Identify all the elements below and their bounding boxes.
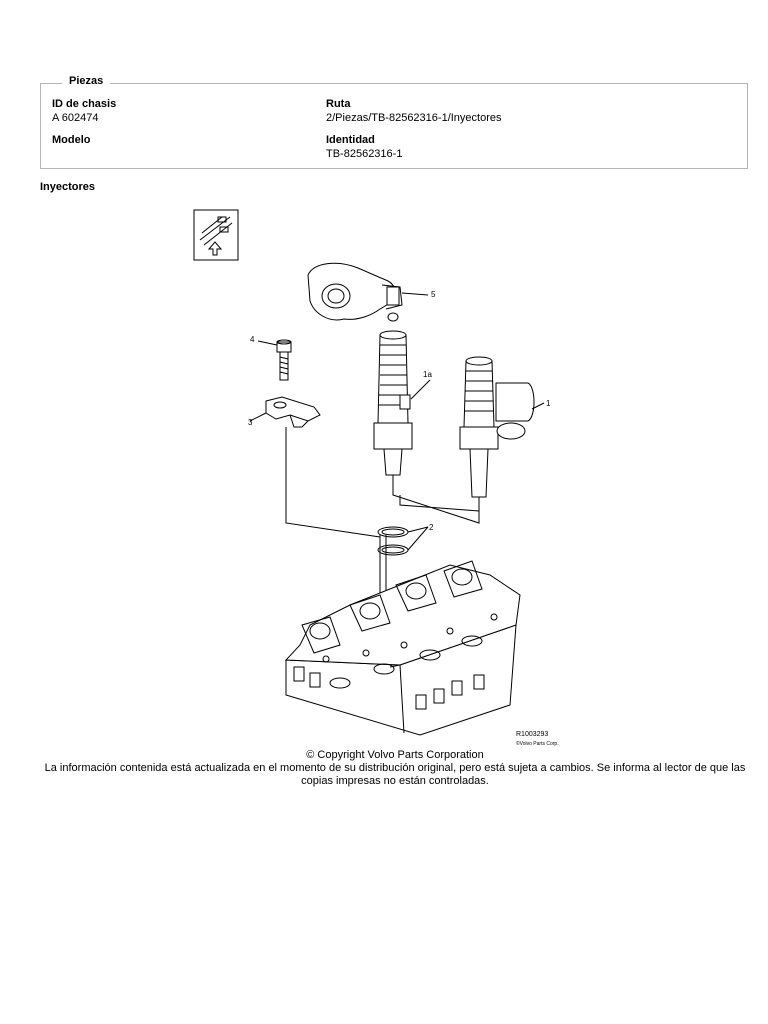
injector-exploded-diagram: 5 4 1a 1 3 2 R1003293 ©Volvo Parts Corp. bbox=[193, 209, 559, 747]
identity-value: TB-82562316-1 bbox=[326, 148, 403, 160]
callout-1: 1 bbox=[546, 399, 551, 408]
route-label: Ruta bbox=[326, 98, 351, 110]
callout-1a: 1a bbox=[423, 370, 432, 379]
section-title: Inyectores bbox=[40, 181, 96, 193]
figure-copyright: ©Volvo Parts Corp. bbox=[516, 740, 559, 747]
identity-label: Identidad bbox=[326, 134, 375, 146]
callout-2: 2 bbox=[429, 523, 434, 532]
footer-copyright: © Copyright Volvo Parts Corporation bbox=[306, 749, 484, 761]
o-rings bbox=[377, 526, 429, 556]
rocker-arm bbox=[307, 262, 429, 322]
footer-notice: La información contenida está actualizad… bbox=[44, 762, 746, 787]
direction-icon bbox=[193, 209, 239, 261]
parts-info-box: Piezas ID de chasis A 602474 Ruta 2/Piez… bbox=[40, 75, 748, 169]
route-value: 2/Piezas/TB-82562316-1/Inyectores bbox=[326, 112, 502, 124]
injector-1 bbox=[459, 356, 545, 511]
cylinder-head bbox=[284, 560, 521, 736]
chassis-id-label: ID de chasis bbox=[52, 98, 117, 110]
clamp bbox=[249, 396, 321, 428]
parts-legend: Piezas bbox=[62, 75, 111, 87]
callout-4: 4 bbox=[250, 335, 255, 344]
bolt bbox=[257, 339, 292, 381]
callout-5: 5 bbox=[431, 290, 436, 299]
figure-reference: R1003293 bbox=[516, 731, 548, 738]
chassis-id-value: A 602474 bbox=[52, 112, 99, 124]
injector-1a bbox=[373, 330, 431, 489]
callout-3: 3 bbox=[248, 418, 253, 427]
model-label: Modelo bbox=[52, 134, 91, 146]
